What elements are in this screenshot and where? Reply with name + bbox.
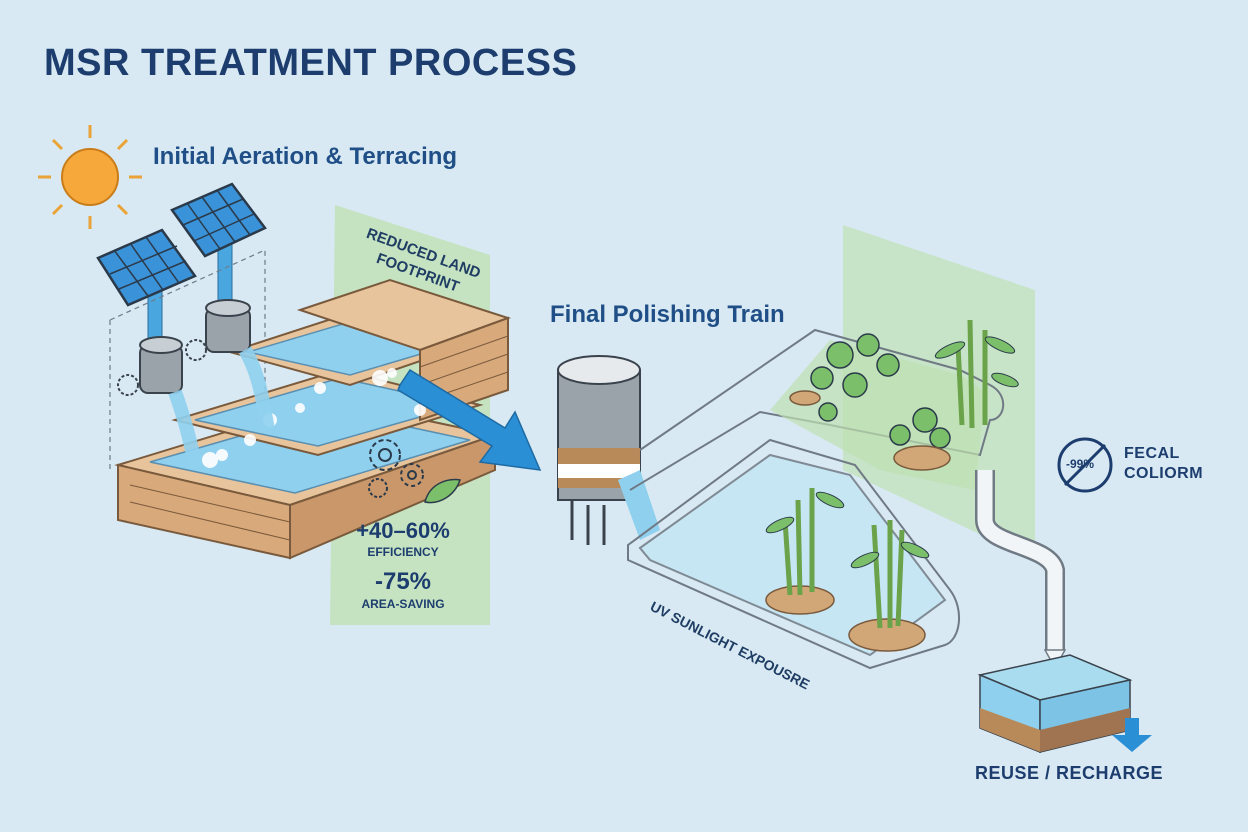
lily-pad-icon [810,333,951,449]
no-bacteria-icon [1057,437,1113,493]
solar-panel-icon [96,182,267,345]
gears-icon [368,439,424,498]
area-value: -75% [374,568,432,595]
filter-column [557,355,660,545]
efficiency-label: EFFICIENCY [367,545,439,559]
fecal-line2: COLIORM [1124,465,1204,482]
reuse-block [977,654,1133,754]
flow-arrow [397,368,542,471]
sun-icon [38,125,142,229]
planter-pads [765,390,951,652]
leaf-icon [424,478,461,504]
reuse-label: REUSE / RECHARGE [975,763,1164,783]
area-label: AREA-SAVING [361,597,445,611]
page-title: MSR TREATMENT PROCESS [44,42,578,84]
terrace-basins [114,278,512,560]
fecal-label: FECAL COLIORM [1124,444,1224,484]
down-arrow-icon [1112,718,1152,752]
fecal-line1: FECAL [1124,445,1180,462]
pump-icon [117,299,275,470]
efficiency-value: +40–60% [356,518,450,543]
section-title-initial: Initial Aeration & Terracing [153,143,458,170]
bamboo-icon [782,319,988,629]
section-title-final: Final Polishing Train [550,301,785,328]
fecal-badge-value: -99% [1066,457,1095,471]
bamboo-leaves [765,336,1019,569]
